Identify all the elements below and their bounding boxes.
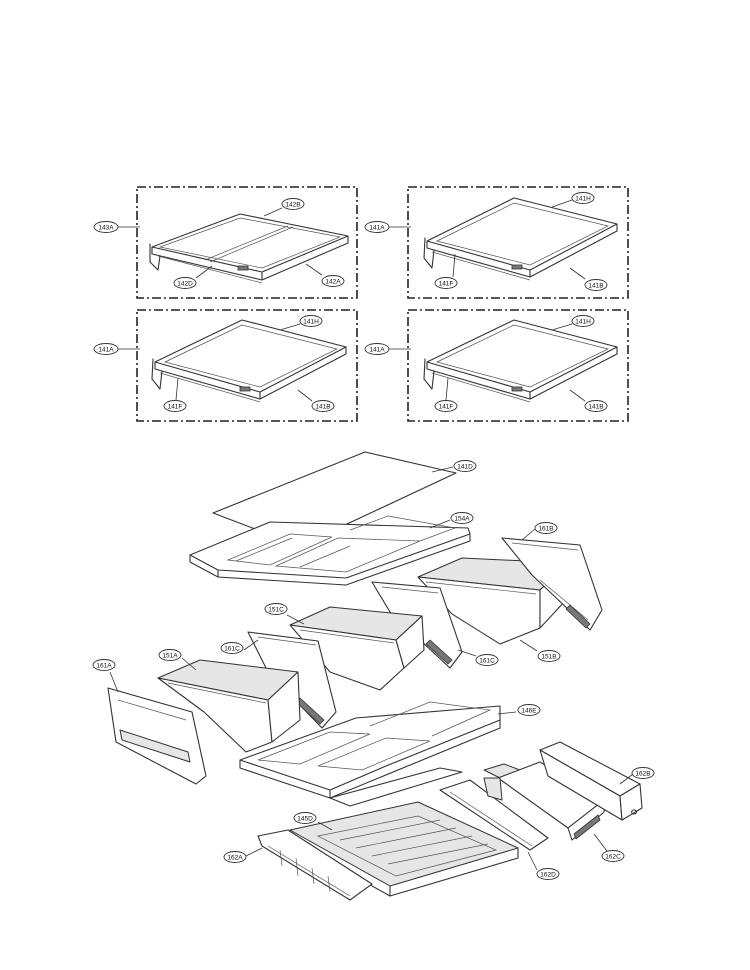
callout-142B: 142B <box>281 198 305 210</box>
callout-141B-3-label: 141B <box>588 403 603 410</box>
callout-162C: 162C <box>601 850 625 862</box>
lower-shelf-frame <box>239 701 501 799</box>
callout-151B-label: 151B <box>541 653 556 660</box>
callout-142D: 142D <box>173 277 197 289</box>
glass-shelf-top-right <box>423 197 618 281</box>
callout-141A-1: 141A <box>364 221 390 233</box>
callout-141H-3: 141H <box>571 315 595 327</box>
callout-151C: 151C <box>264 603 288 615</box>
callout-162C-label: 162C <box>605 853 621 860</box>
end-panel-left <box>107 687 207 785</box>
crisper-cover-frame <box>189 515 471 586</box>
callout-141B-1-label: 141B <box>588 282 603 289</box>
callout-161A: 161A <box>92 659 116 671</box>
glass-shelf-bottom-right <box>423 319 618 403</box>
callout-141H-2-label: 141H <box>303 318 319 325</box>
callout-161B-1: 161B <box>534 522 558 534</box>
callout-142D-label: 142D <box>177 280 193 287</box>
callout-141F-2-label: 141F <box>168 403 183 410</box>
callout-162B-label: 162B <box>635 770 650 777</box>
side-rail-right <box>439 779 549 851</box>
callout-161C-1-label: 161C <box>224 645 240 652</box>
callout-142B-label: 142B <box>285 201 300 208</box>
callout-141F-1-label: 141F <box>439 280 454 287</box>
callout-162A-label: 162A <box>227 854 243 861</box>
callout-142A-label: 142A <box>325 278 341 285</box>
callout-146E: 146E <box>517 704 541 716</box>
callout-141B-2-label: 141B <box>315 403 330 410</box>
callout-141A-1-label: 141A <box>369 224 385 231</box>
divider-panel-right <box>501 537 603 631</box>
callout-141A-2-label: 141A <box>98 346 114 353</box>
callout-141A-3: 141A <box>364 343 390 355</box>
leader-lines <box>109 199 634 871</box>
callout-162A: 162A <box>223 851 247 863</box>
split-glass-shelf <box>149 213 349 284</box>
callout-141H-2: 141H <box>299 315 323 327</box>
callout-141F-1: 141F <box>434 277 458 289</box>
bottom-front-panel <box>257 829 373 901</box>
callout-162B: 162B <box>631 767 655 779</box>
bottom-tray <box>289 801 519 897</box>
glass-shelf-bottom-left <box>151 319 347 403</box>
group-box-top-left <box>136 186 358 299</box>
callout-141H-1-label: 141H <box>575 195 591 202</box>
callout-151A: 151A <box>158 649 182 661</box>
callout-161B-1-label: 161B <box>538 525 553 532</box>
callout-145D-label: 145D <box>297 815 313 822</box>
group-box-bottom-right <box>407 309 629 422</box>
callout-141B-3: 141B <box>584 400 608 412</box>
callout-161C-2-label: 161C <box>479 657 495 664</box>
callout-151A-label: 151A <box>162 652 178 659</box>
callout-141D: 141D <box>453 460 477 472</box>
callout-151C-label: 151C <box>268 606 284 613</box>
callout-141D-label: 141D <box>457 463 473 470</box>
callout-141F-3-label: 141F <box>439 403 454 410</box>
callout-146E-label: 146E <box>521 707 537 714</box>
callout-141B-1: 141B <box>584 279 608 291</box>
callout-141H-3-label: 141H <box>575 318 591 325</box>
callout-154A-label: 154A <box>454 515 470 522</box>
callout-162D-label: 162D <box>540 871 556 878</box>
callout-142A: 142A <box>321 275 345 287</box>
callout-162D: 162D <box>536 868 560 880</box>
callout-161C-2: 161C <box>475 654 499 666</box>
callout-141F-3: 141F <box>434 400 458 412</box>
callout-141H-1: 141H <box>571 192 595 204</box>
callout-145D: 145D <box>293 812 317 824</box>
callout-143A: 143A <box>93 221 119 233</box>
group-box-top-right <box>407 186 629 299</box>
callout-161C-1: 161C <box>220 642 244 654</box>
callout-161A-label: 161A <box>96 662 112 669</box>
crisper-drawer-left <box>157 659 301 753</box>
callout-151B: 151B <box>537 650 561 662</box>
group-box-bottom-left <box>136 309 358 422</box>
side-housing-right <box>539 741 643 821</box>
callout-141A-3-label: 141A <box>369 346 385 353</box>
callout-141F-2: 141F <box>163 400 187 412</box>
callout-143A-label: 143A <box>98 224 114 231</box>
callout-141B-2: 141B <box>311 400 335 412</box>
front-rail <box>329 767 463 807</box>
callout-141A-2: 141A <box>93 343 119 355</box>
callout-154A: 154A <box>450 512 474 524</box>
